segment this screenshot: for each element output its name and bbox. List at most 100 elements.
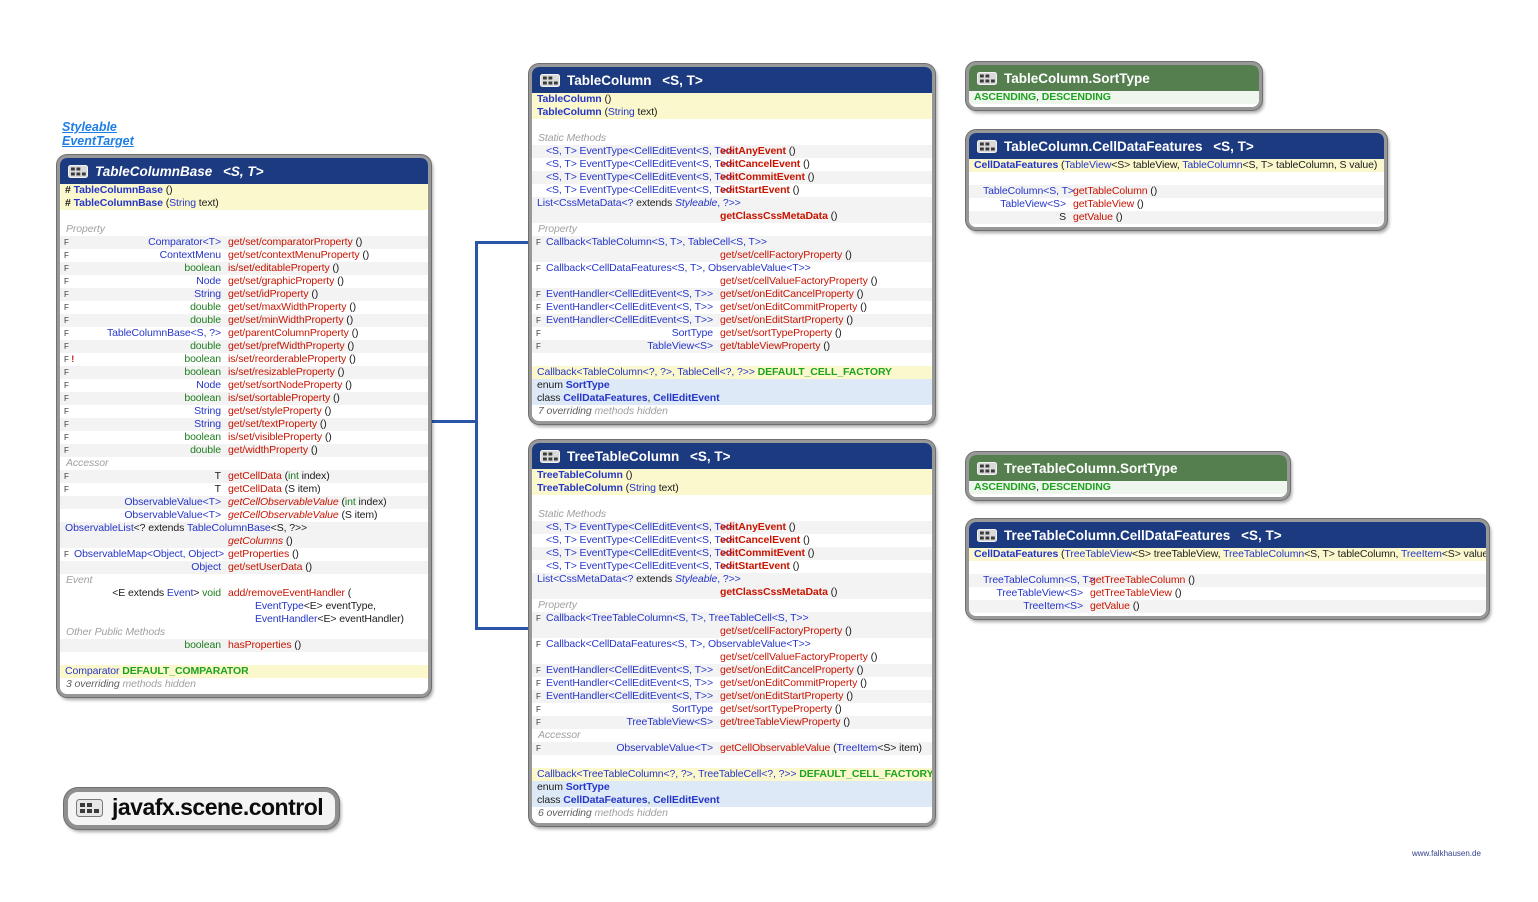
- text-segment: (: [344, 587, 352, 599]
- text-segment: ,: [647, 392, 654, 404]
- member-row: Callback<TreeTableColumn<?, ?>, TreeTabl…: [532, 768, 932, 781]
- text-segment: >: [193, 587, 203, 599]
- spacer-row: [60, 210, 428, 223]
- class-generic-params: <S, T>: [1209, 138, 1254, 154]
- member-row: enum SortType: [532, 781, 932, 794]
- text-segment: Event: [66, 574, 93, 586]
- member-type: <S, T> EventType<CellEditEvent<S, T>>: [546, 521, 733, 534]
- member-row: <S, T> EventType<CellEditEvent<S, T>>edi…: [532, 560, 932, 573]
- member-row: <E extends Event> void add/removeEventHan…: [60, 587, 428, 600]
- class-icon: [68, 164, 88, 178]
- text-segment: TableColumn: [537, 106, 602, 118]
- member-signature: getCellData (int index): [221, 470, 330, 483]
- member-type: EventHandler<CellEditEvent<S, T>>: [546, 690, 713, 703]
- text-segment: get/set/styleProperty: [228, 405, 322, 417]
- text-segment: TreeTableColumn<S, T>: [983, 574, 1095, 586]
- member-type: boolean: [74, 431, 221, 444]
- text-segment: TreeTableView<S>: [996, 587, 1083, 599]
- text-segment: TableColumn: [537, 93, 602, 105]
- text-segment: (): [1147, 185, 1158, 197]
- text-segment: 6 overriding: [538, 807, 592, 819]
- member-type: T: [74, 483, 221, 496]
- text-segment: (): [352, 236, 363, 248]
- text-segment: (: [1058, 548, 1065, 560]
- member-row: Comparator DEFAULT_COMPARATOR: [60, 665, 428, 678]
- text-segment: extends: [636, 573, 675, 585]
- text-segment: get/set/onEditCommitProperty: [720, 301, 858, 313]
- section-header-row: Property: [532, 223, 932, 236]
- member-row-wrapped: get/set/cellValueFactoryProperty (): [532, 275, 932, 288]
- member-type: T: [74, 470, 221, 483]
- text-segment: <S, T> EventType<CellEditEvent<S, T>>: [546, 534, 733, 546]
- text-segment: (): [601, 93, 612, 105]
- member-row: TreeTableView<S>getTreeTableView (): [969, 587, 1486, 600]
- modifier-flag: F !: [64, 354, 75, 364]
- text-segment: ObservableList: [65, 522, 134, 534]
- member-row: CellDataFeatures (TableView<S> tableView…: [969, 159, 1384, 172]
- text-segment: (): [804, 171, 815, 183]
- text-segment: (): [162, 184, 173, 196]
- text-segment: #: [65, 197, 74, 209]
- text-segment: EventHandler<CellEditEvent<S, T>>: [546, 301, 713, 313]
- member-row: TableColumn<S, T>getTableColumn (): [969, 185, 1384, 198]
- text-segment: <S, T> EventType<CellEditEvent<S, T>>: [546, 547, 733, 559]
- watermark-link[interactable]: www.falkhausen.de: [1412, 849, 1481, 858]
- member-type: TreeTableView<S>: [983, 587, 1083, 600]
- text-segment: SortType: [565, 781, 610, 793]
- text-segment: Object: [191, 561, 221, 573]
- link-eventtarget[interactable]: EventTarget: [62, 134, 134, 148]
- member-signature: getCellObservableValue (TreeItem<S> item…: [713, 742, 922, 755]
- text-segment: get/widthProperty: [228, 444, 309, 456]
- modifier-flag: F: [64, 264, 69, 273]
- text-segment: (): [853, 664, 864, 676]
- member-signature: get/tableViewProperty (): [713, 340, 830, 353]
- member-signature: editStartEvent (): [713, 184, 800, 197]
- text-segment: Property: [538, 599, 577, 611]
- class-header: TreeTableColumn.SortType: [969, 455, 1287, 481]
- text-segment: add/removeEventHandler: [228, 587, 345, 599]
- text-segment: Accessor: [66, 457, 109, 469]
- text-segment: <S> value): [1441, 548, 1489, 560]
- class-icon: [540, 73, 560, 87]
- text-segment: hasProperties: [228, 639, 292, 651]
- class-icon: [977, 528, 997, 542]
- text-segment: (): [346, 353, 356, 365]
- member-signature: is/set/sortableProperty (): [221, 392, 340, 405]
- modifier-flag: F: [64, 407, 69, 416]
- modifier-flag: F: [536, 692, 541, 701]
- class-title: TreeTableColumn: [567, 448, 680, 464]
- text-segment: EventHandler<CellEditEvent<S, T>>: [546, 677, 713, 689]
- text-segment: boolean: [184, 392, 221, 404]
- text-segment: (): [344, 340, 355, 352]
- text-segment: methods hidden: [591, 405, 668, 417]
- class-header: TableColumn.CellDataFeatures <S, T>: [969, 133, 1384, 159]
- text-segment: (): [342, 379, 352, 391]
- member-type: <E extends Event> void: [74, 587, 221, 600]
- spacer-row: [60, 652, 428, 665]
- modifier-flag: F: [536, 705, 541, 714]
- text-segment: , ?>>: [717, 197, 741, 209]
- text-segment: Property: [538, 223, 577, 235]
- modifier-flag: F: [536, 640, 541, 649]
- text-segment: is/set/reorderableProperty: [228, 353, 347, 365]
- text-segment: String: [194, 418, 221, 430]
- text-segment: S: [1059, 211, 1066, 223]
- member-signature: get/set/sortNodeProperty (): [221, 379, 352, 392]
- member-signature: getValue (): [1083, 600, 1140, 613]
- text-segment: TreeTableColumn: [537, 469, 623, 481]
- text-segment: ObservableMap<Object, Object>: [74, 548, 225, 560]
- class-header: TreeTableColumn <S, T>: [532, 443, 932, 469]
- class-icon: [977, 139, 997, 153]
- link-styleable[interactable]: Styleable: [62, 120, 117, 134]
- text-segment: TableColumn: [1182, 159, 1243, 171]
- member-type: boolean: [74, 262, 221, 275]
- member-signature: get/set/cellValueFactoryProperty (): [720, 275, 877, 288]
- member-signature: get/set/textProperty (): [221, 418, 327, 431]
